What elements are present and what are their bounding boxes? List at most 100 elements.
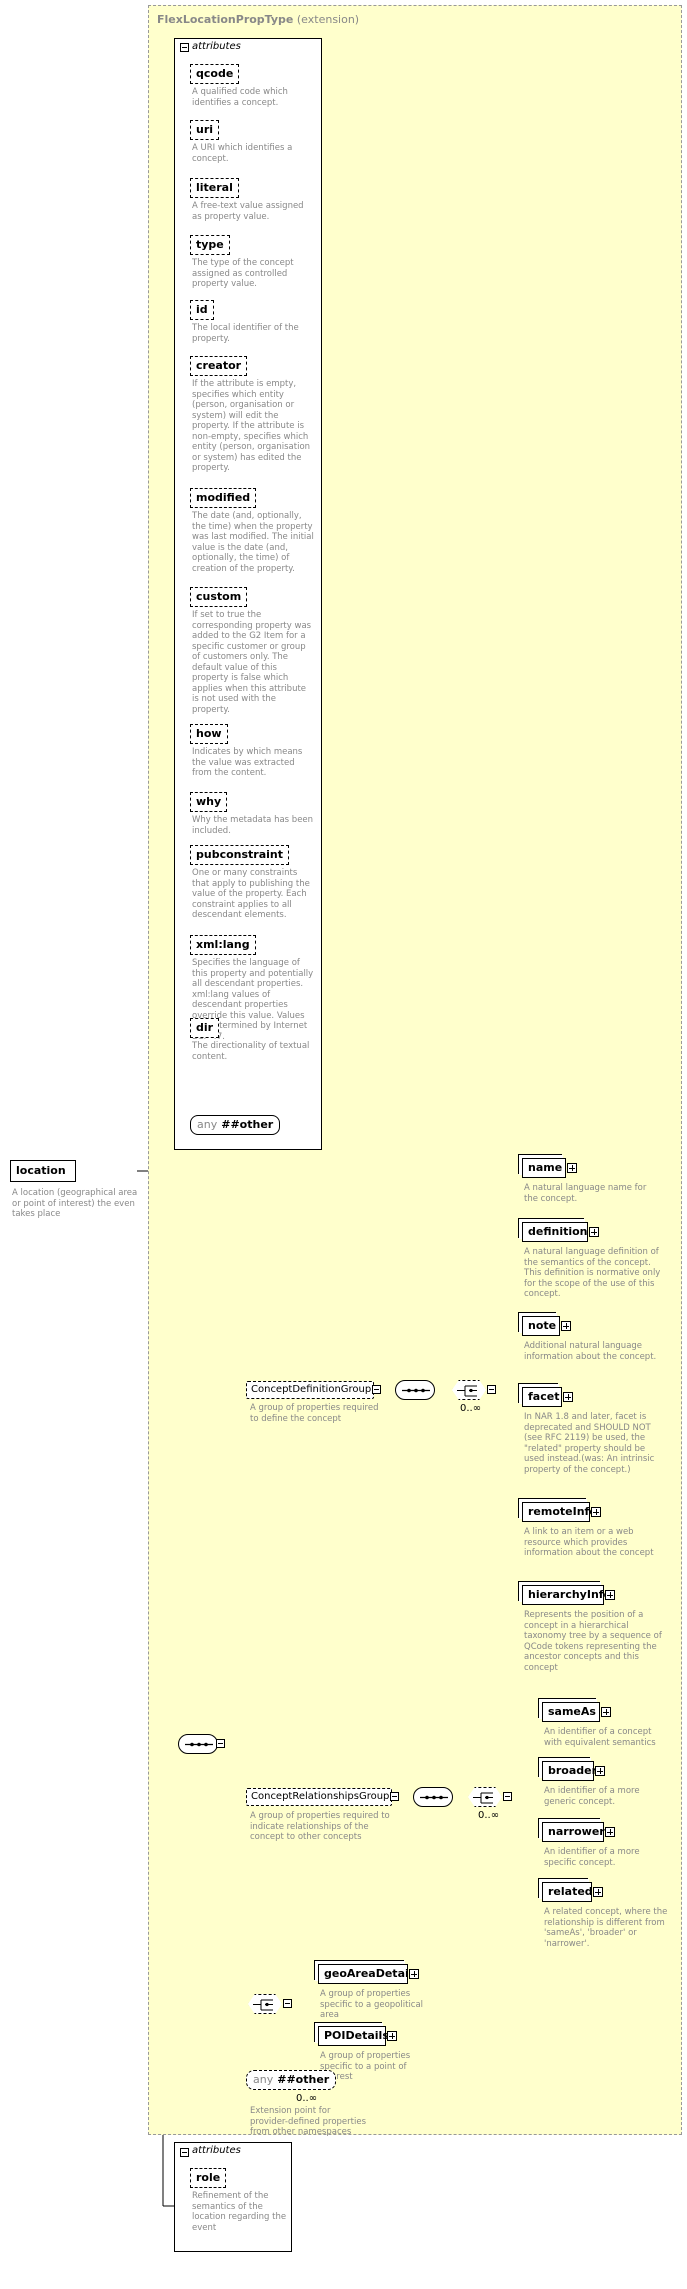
definition-multiplicity: 0..∞ bbox=[460, 1403, 482, 1414]
attribute-uri[interactable]: uri bbox=[190, 120, 220, 140]
attribute-role[interactable]: role bbox=[190, 2168, 227, 2188]
attribute-qcode[interactable]: qcode bbox=[190, 64, 240, 84]
attribute-desc: The directionality of textual content. bbox=[192, 1041, 310, 1062]
expand-icon[interactable] bbox=[595, 1766, 605, 1776]
attribute-type[interactable]: type bbox=[190, 235, 230, 255]
element-name[interactable]: name bbox=[522, 1158, 566, 1178]
attribute-desc: The local identifier of the property. bbox=[192, 323, 299, 344]
element-desc: A group of properties specific to a poin… bbox=[320, 2051, 411, 2082]
group-collapse-icon[interactable] bbox=[390, 1792, 399, 1801]
element-label: name bbox=[528, 1161, 563, 1174]
sequence-icon bbox=[185, 1742, 213, 1747]
expand-icon[interactable] bbox=[409, 1969, 419, 1979]
bottom-attributes-frame bbox=[174, 2142, 292, 2252]
sequence-compositor[interactable] bbox=[178, 1734, 218, 1754]
element-label: hierarchyInfo bbox=[528, 1588, 612, 1601]
attribute-pubconstraint[interactable]: pubconstraint bbox=[190, 845, 290, 865]
root-element-label: location bbox=[16, 1164, 66, 1177]
sequence-icon bbox=[402, 1388, 430, 1393]
element-label: sameAs bbox=[548, 1705, 596, 1718]
sequence-collapse-icon[interactable] bbox=[216, 1739, 225, 1748]
expand-icon[interactable] bbox=[605, 1590, 615, 1600]
attribute-desc: If the attribute is empty, specifies whi… bbox=[192, 379, 311, 473]
element-remoteInfo[interactable]: remoteInfo bbox=[522, 1502, 597, 1522]
element-broader[interactable]: broader bbox=[542, 1761, 598, 1781]
element-facet[interactable]: facet bbox=[522, 1387, 562, 1407]
details-choice-compositor[interactable] bbox=[248, 1994, 282, 2014]
attribute-desc: The date (and, optionally, the time) whe… bbox=[192, 511, 314, 574]
element-hierarchyInfo[interactable]: hierarchyInfo bbox=[522, 1585, 611, 1605]
element-desc: An identifier of a more generic concept. bbox=[544, 1786, 640, 1807]
expand-icon[interactable] bbox=[591, 1507, 601, 1517]
root-element-location[interactable]: location bbox=[10, 1160, 76, 1182]
attribute-desc: The type of the concept assigned as cont… bbox=[192, 258, 294, 289]
expand-icon[interactable] bbox=[601, 1707, 611, 1717]
other-label: ##other bbox=[277, 2073, 330, 2086]
expand-icon[interactable] bbox=[589, 1227, 599, 1237]
element-label: facet bbox=[528, 1390, 560, 1403]
choice-icon bbox=[253, 1999, 273, 2011]
attribute-desc: A free-text value assigned as property v… bbox=[192, 201, 304, 222]
attribute-creator[interactable]: creator bbox=[190, 356, 248, 376]
element-related[interactable]: related bbox=[542, 1882, 593, 1902]
attribute-desc: Indicates by which means the value was e… bbox=[192, 747, 303, 778]
element-label: narrower bbox=[548, 1825, 605, 1838]
relationships-sequence-compositor[interactable] bbox=[413, 1787, 453, 1807]
expand-icon[interactable] bbox=[593, 1887, 603, 1897]
expand-icon[interactable] bbox=[561, 1321, 571, 1331]
attribute-desc: Why the metadata has been included. bbox=[192, 815, 314, 836]
any-element-desc: Extension point for provider-defined pro… bbox=[250, 2106, 367, 2137]
group-collapse-icon[interactable] bbox=[372, 1385, 381, 1394]
definition-choice-compositor[interactable] bbox=[452, 1380, 486, 1400]
element-desc: Additional natural language information … bbox=[524, 1341, 657, 1362]
element-desc: A group of properties specific to a geop… bbox=[320, 1989, 424, 2020]
expand-icon[interactable] bbox=[387, 2031, 397, 2041]
element-label: geoAreaDetails bbox=[324, 1967, 420, 1980]
element-sameAs[interactable]: sameAs bbox=[542, 1702, 600, 1722]
element-desc: A natural language definition of the sem… bbox=[524, 1247, 661, 1299]
group-concept-relationships[interactable]: ConceptRelationshipsGroup bbox=[246, 1788, 392, 1806]
element-narrower[interactable]: narrower bbox=[542, 1822, 605, 1842]
any-element-wildcard[interactable]: any##other bbox=[246, 2070, 337, 2090]
choice-collapse-icon[interactable] bbox=[503, 1792, 512, 1801]
attribute-desc: If set to true the corresponding propert… bbox=[192, 610, 312, 715]
attribute-custom[interactable]: custom bbox=[190, 587, 248, 607]
choice-collapse-icon[interactable] bbox=[487, 1385, 496, 1394]
element-desc: A link to an item or a web resource whic… bbox=[524, 1527, 654, 1558]
any-label: any bbox=[253, 2073, 274, 2086]
type-title: FlexLocationPropType (extension) bbox=[157, 13, 360, 26]
element-label: POIDetails bbox=[324, 2029, 389, 2042]
attribute-dir[interactable]: dir bbox=[190, 1018, 220, 1038]
attribute-modified[interactable]: modified bbox=[190, 488, 257, 508]
element-desc: An identifier of a more specific concept… bbox=[544, 1847, 640, 1868]
attribute-how[interactable]: how bbox=[190, 724, 228, 744]
choice-icon bbox=[473, 1792, 493, 1804]
element-label: remoteInfo bbox=[528, 1505, 597, 1518]
bottom-attributes-header: attributes bbox=[192, 2145, 241, 2156]
element-label: broader bbox=[548, 1764, 598, 1777]
expand-icon[interactable] bbox=[605, 1827, 615, 1837]
expand-icon[interactable] bbox=[567, 1163, 577, 1173]
element-desc: Represents the position of a concept in … bbox=[524, 1610, 662, 1673]
attribute-xml-lang[interactable]: xml:lang bbox=[190, 935, 256, 955]
definition-sequence-compositor[interactable] bbox=[395, 1380, 435, 1400]
collapse-icon[interactable] bbox=[180, 43, 189, 52]
element-note[interactable]: note bbox=[522, 1316, 560, 1336]
element-geoAreaDetails[interactable]: geoAreaDetails bbox=[318, 1964, 419, 1984]
relationships-multiplicity: 0..∞ bbox=[478, 1810, 500, 1821]
element-desc: In NAR 1.8 and later, facet is deprecate… bbox=[524, 1412, 655, 1475]
attribute-literal[interactable]: literal bbox=[190, 178, 239, 198]
attribute-why[interactable]: why bbox=[190, 792, 228, 812]
choice-collapse-icon[interactable] bbox=[283, 1999, 292, 2008]
element-POIDetails[interactable]: POIDetails bbox=[318, 2026, 389, 2046]
any-label: any bbox=[197, 1118, 218, 1131]
any-attribute-wildcard[interactable]: any##other bbox=[190, 1115, 281, 1135]
expand-icon[interactable] bbox=[563, 1392, 573, 1402]
element-label: definition bbox=[528, 1225, 588, 1238]
collapse-icon[interactable] bbox=[180, 2148, 189, 2157]
attribute-desc: Refinement of the semantics of the locat… bbox=[192, 2191, 287, 2233]
relationships-choice-compositor[interactable] bbox=[468, 1787, 502, 1807]
attribute-id[interactable]: id bbox=[190, 300, 214, 320]
group-concept-definition[interactable]: ConceptDefinitionGroup bbox=[246, 1381, 374, 1399]
element-definition[interactable]: definition bbox=[522, 1222, 588, 1242]
